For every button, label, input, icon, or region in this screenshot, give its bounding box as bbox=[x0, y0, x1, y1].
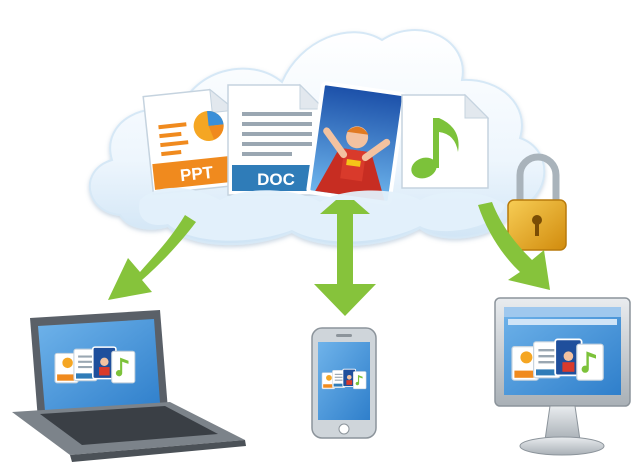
desktop-monitor-icon bbox=[494, 297, 631, 456]
ppt-badge bbox=[152, 155, 241, 190]
doc-file: DOC bbox=[227, 83, 326, 196]
photo-of-child-superhero bbox=[315, 126, 391, 201]
photo-file bbox=[306, 81, 407, 205]
arrow-to-phone bbox=[314, 200, 376, 316]
music-file bbox=[401, 93, 490, 189]
smartphone-icon bbox=[311, 327, 377, 439]
padlock-icon bbox=[507, 153, 567, 251]
arrow-to-monitor bbox=[478, 202, 550, 290]
music-note-icon bbox=[411, 118, 459, 179]
ppt-label: PPT bbox=[179, 163, 214, 185]
doc-label: DOC bbox=[257, 170, 295, 189]
text-lines-icon bbox=[242, 112, 312, 156]
doc-badge bbox=[232, 165, 320, 191]
pie-chart-icon bbox=[193, 110, 224, 141]
laptop-icon bbox=[12, 310, 246, 462]
arrow-to-laptop bbox=[108, 215, 196, 300]
ppt-file: PPT bbox=[142, 88, 244, 195]
